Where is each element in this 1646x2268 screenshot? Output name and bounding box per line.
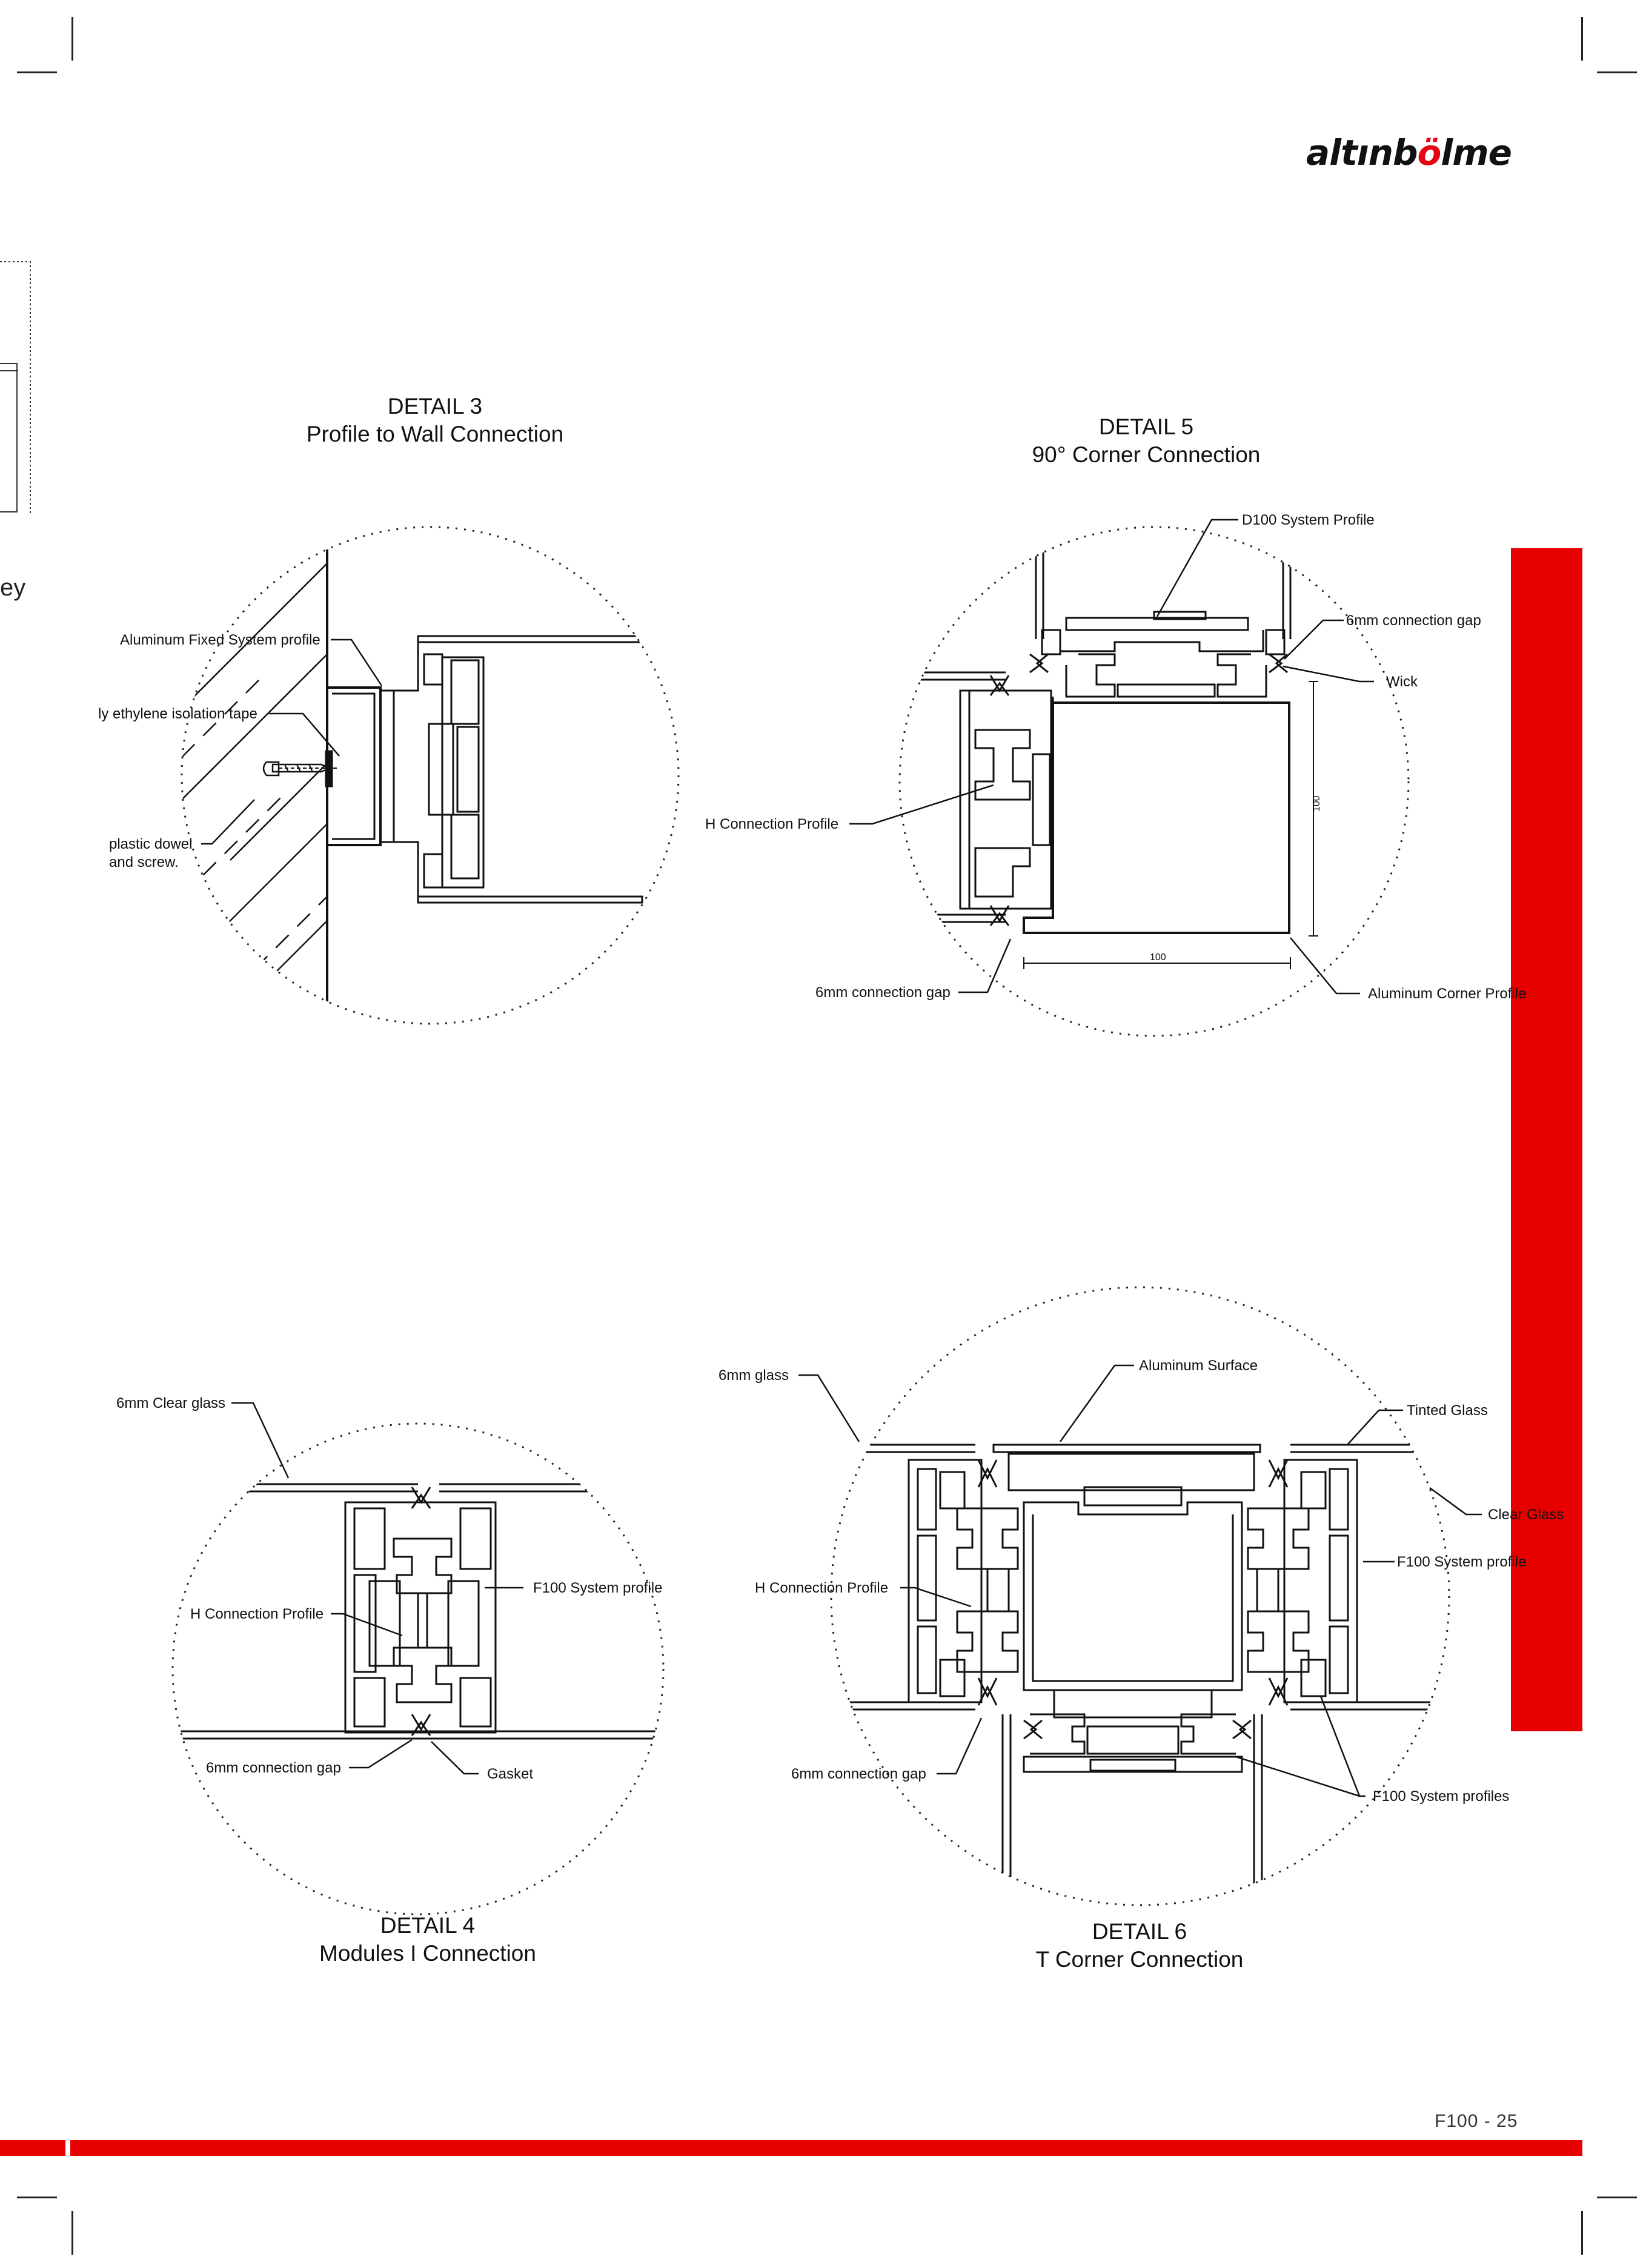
d6-tinted-label: Tinted Glass [1407, 1402, 1488, 1419]
crop-mark [1597, 71, 1637, 73]
d5-gap-bottom-label: 6mm connection gap [815, 984, 951, 1001]
detail-6-title: DETAIL 6 T Corner Connection [928, 1918, 1352, 1974]
detail-3-drawing: Aluminum Fixed System profile ly ethylen… [98, 526, 680, 1025]
d3-dowel-label-2: and screw. [109, 854, 179, 870]
d4-clear-glass-label: 6mm Clear glass [116, 1395, 225, 1411]
crop-mark [1597, 2197, 1637, 2198]
d6-glass-label: 6mm glass [718, 1367, 789, 1384]
brand-logo: altınbölme [1306, 132, 1512, 173]
crop-mark [71, 17, 73, 61]
d3-profile-label: Aluminum Fixed System profile [120, 632, 320, 648]
d5-dim-horizontal: 100 [1150, 952, 1166, 963]
left-edge-fragment: ey [0, 574, 26, 601]
d5-gap-top-label: 6mm connection gap [1346, 612, 1481, 629]
detail-6-name: T Corner Connection [1035, 1947, 1244, 1972]
d6-surface-label: Aluminum Surface [1139, 1358, 1258, 1374]
detail-6-boundary [830, 1286, 1450, 1906]
bottom-accent-bar [0, 2140, 1582, 2156]
d5-dim-vertical: 100 [1312, 795, 1322, 812]
d6-gap-label: 6mm connection gap [791, 1766, 926, 1782]
detail-4-title: DETAIL 4 Modules I Connection [216, 1912, 640, 1968]
d5-corner-label: Aluminum Corner Profile [1368, 986, 1526, 1002]
detail-3-boundary [181, 526, 680, 1025]
detail-4-boundary [171, 1422, 665, 1915]
d4-f100-label: F100 System profile [533, 1580, 662, 1596]
detail-6-drawing: 6mm glass Aluminum Surface Tinted Glass … [718, 1286, 1564, 1906]
detail-5-name: 90° Corner Connection [1032, 442, 1261, 467]
page-number: F100 - 25 [1435, 2111, 1518, 2131]
side-accent-bar [1511, 548, 1582, 1731]
detail-5-boundary [898, 526, 1410, 1037]
d4-h-profile-label: H Connection Profile [190, 1606, 324, 1622]
bottom-bar-notch [65, 2140, 70, 2156]
d3-tape-label: ly ethylene isolation tape [98, 706, 257, 722]
crop-mark [1581, 2211, 1583, 2255]
crop-mark [17, 71, 57, 73]
d4-gap-label: 6mm connection gap [206, 1760, 341, 1776]
logo-accent-letter: ö [1417, 132, 1441, 173]
crop-mark [71, 2211, 73, 2255]
detail-3-title: DETAIL 3 Profile to Wall Connection [223, 393, 647, 448]
detail-4-name: Modules I Connection [319, 1941, 536, 1966]
detail-3-name: Profile to Wall Connection [306, 422, 564, 446]
detail-4-number: DETAIL 4 [380, 1913, 476, 1938]
detail-3-number: DETAIL 3 [387, 394, 483, 419]
d5-wick-label: Wick [1386, 674, 1418, 690]
detail-6-number: DETAIL 6 [1092, 1919, 1187, 1944]
d5-d100-label: D100 System Profile [1242, 512, 1375, 528]
detail-5-title: DETAIL 5 90° Corner Connection [934, 413, 1358, 469]
detail-4-drawing: 6mm Clear glass H Connection Profile F10… [116, 1395, 665, 1915]
d6-h-profile-label: H Connection Profile [755, 1580, 888, 1596]
d6-f100-label: F100 System profile [1397, 1554, 1526, 1570]
left-thumbnail-fragment [0, 261, 31, 515]
crop-mark [1581, 17, 1583, 61]
logo-text-suffix: lme [1441, 132, 1512, 173]
d6-f100-plural-label: F100 System profiles [1373, 1788, 1509, 1805]
detail-5-number: DETAIL 5 [1098, 414, 1194, 439]
d6-clear-label: Clear Glass [1488, 1507, 1564, 1523]
logo-text-prefix: altınb [1306, 132, 1418, 173]
d4-gasket-label: Gasket [487, 1766, 533, 1782]
d5-h-profile-label: H Connection Profile [705, 816, 838, 832]
d3-dowel-label-1: plastic dowel [109, 836, 192, 852]
detail-5-drawing: 100 100 D100 System Profile 6mm connecti… [705, 512, 1526, 1037]
crop-mark [17, 2197, 57, 2198]
